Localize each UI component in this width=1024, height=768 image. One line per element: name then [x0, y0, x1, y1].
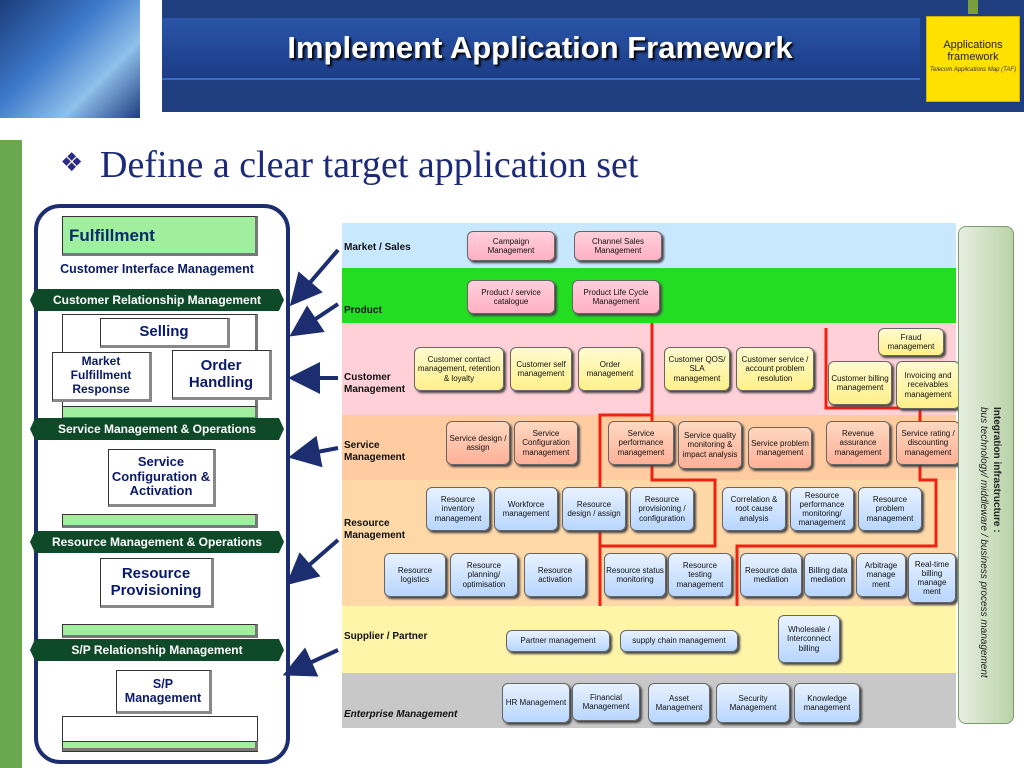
band-label: Supplier / Partner — [344, 631, 428, 642]
title-band — [150, 18, 920, 80]
band-label: Product — [344, 305, 382, 316]
sp-management-box: S/P Management — [116, 670, 212, 714]
arrow-product-to-selling — [289, 302, 340, 337]
integration-subtitle: bus technology/ middleware / business pr… — [978, 407, 989, 678]
arrow-resource-to-provisioning — [285, 538, 340, 586]
market-fulfillment-response-box: Market Fulfillment Response — [52, 352, 152, 402]
service-management-operations-band: Service Management & Operations — [30, 418, 284, 440]
app-channel-sales: Channel Sales Management — [574, 231, 662, 261]
app-resource-planning: Resource planning/ optimisation — [450, 553, 518, 597]
app-qos-sla: Customer QOS/ SLA management — [664, 347, 730, 391]
order-handling-box: Order Handling — [172, 350, 272, 400]
subtitle: Define a clear target application set — [100, 144, 639, 186]
app-service-design: Service design / assign — [446, 421, 510, 465]
arrow-market-to-crm — [289, 248, 340, 307]
app-resource-testing: Resource testing management — [668, 553, 732, 597]
applications-framework-badge: Applications framework Telecom Applicati… — [926, 16, 1020, 102]
page-title: Implement Application Framework — [287, 30, 793, 65]
bullet-icon: ❖ — [60, 148, 84, 178]
app-partner-management: Partner management — [506, 630, 610, 652]
app-knowledge: Knowledge management — [794, 683, 860, 723]
app-resource-activation: Resource activation — [524, 553, 586, 597]
band-label: Customer Management — [344, 372, 406, 395]
app-fraud: Fraud management — [878, 328, 944, 356]
app-service-quality: Service quality monitoring & impact anal… — [678, 421, 742, 469]
resource-strip — [62, 514, 258, 528]
app-customer-self: Customer self management — [510, 347, 572, 391]
accent-stripe — [968, 0, 978, 14]
app-service-performance: Service performance management — [608, 421, 674, 465]
app-order-management: Order management — [578, 347, 642, 391]
integration-text: Integration infrastructure : bus technol… — [959, 227, 1015, 725]
app-customer-contact: Customer contact management, retention &… — [414, 347, 504, 391]
customer-interface-management-label: Customer Interface Management — [60, 262, 254, 276]
app-resource-design: Resource design / assign — [562, 487, 626, 531]
selling-box: Selling — [100, 318, 230, 348]
app-resource-data-mediation: Resource data mediation — [740, 553, 802, 597]
integration-infrastructure-bar: Integration infrastructure : bus technol… — [958, 226, 1014, 724]
app-billing-data-mediation: Billing data mediation — [804, 553, 852, 597]
band-label: Service Management — [344, 440, 406, 463]
app-customer-service: Customer service / account problem resol… — [736, 347, 814, 391]
app-product-catalogue: Product / service catalogue — [467, 280, 555, 314]
app-service-rating: Service rating / discounting management — [896, 421, 960, 465]
corner-image — [0, 0, 140, 118]
badge-line-3: Telecom Applications Map (TAF) — [929, 67, 1017, 73]
corner-image-frame — [0, 0, 162, 142]
arrow-supplier-to-sp — [282, 647, 339, 677]
sp-relationship-management-band: S/P Relationship Management — [30, 639, 284, 661]
band-label: Resource Management — [344, 518, 406, 541]
app-realtime-billing: Real-time billing manage ment — [908, 553, 956, 603]
app-revenue-assurance: Revenue assurance management — [826, 421, 890, 465]
app-wholesale-billing: Wholesale / Interconnect billing — [778, 615, 840, 663]
left-green-stripe — [0, 140, 22, 768]
app-resource-status: Resource status monitoring — [604, 553, 666, 597]
integration-title: Integration infrastructure : — [991, 407, 1002, 533]
badge-line-2: framework — [947, 51, 999, 63]
app-service-configuration: Service Configuration management — [514, 421, 578, 465]
resource-management-operations-band: Resource Management & Operations — [30, 531, 284, 553]
band-label: Enterprise Management — [344, 709, 458, 720]
app-security: Security Management — [716, 683, 790, 723]
app-resource-problem: Resource problem management — [858, 487, 922, 531]
sp-strip — [62, 624, 258, 638]
customer-relationship-management-band: Customer Relationship Management — [30, 289, 284, 311]
badge-line-1: Applications — [943, 39, 1003, 51]
band-label: Market / Sales — [344, 242, 411, 253]
fulfillment-header: Fulfillment — [62, 216, 258, 256]
app-hr: HR Management — [502, 683, 570, 723]
enterprise-strip — [62, 741, 258, 751]
service-configuration-activation-box: Service Configuration & Activation — [108, 449, 216, 507]
app-resource-performance: Resource performance monitoring/ managem… — [790, 487, 854, 531]
red-boundary-1 — [598, 323, 654, 606]
app-financial: Financial Management — [572, 683, 640, 721]
app-customer-billing: Customer billing management — [828, 361, 892, 405]
red-boundary-3 — [735, 328, 938, 606]
resource-provisioning-box: Resource Provisioning — [100, 558, 214, 608]
app-product-lifecycle: Product Life Cycle Management — [572, 280, 660, 314]
app-service-problem: Service problem management — [748, 427, 812, 469]
app-workforce: Workforce management — [494, 487, 558, 531]
app-resource-logistics: Resource logistics — [384, 553, 446, 597]
app-resource-provisioning: Resource provisioning / configuration — [630, 487, 694, 531]
app-campaign: Campaign Management — [467, 231, 555, 261]
app-correlation: Correlation & root cause analysis — [722, 487, 786, 531]
app-arbitrage: Arbitrage manage ment — [856, 553, 906, 597]
app-resource-inventory: Resource inventory management — [426, 487, 490, 531]
app-invoicing: Invoicing and receivables management — [896, 361, 960, 409]
app-supply-chain: supply chain management — [620, 630, 738, 652]
arrow-service-to-config — [288, 435, 339, 468]
application-map: Market / Sales Product Customer Manageme… — [342, 223, 960, 728]
app-asset: Asset Management — [648, 683, 710, 723]
